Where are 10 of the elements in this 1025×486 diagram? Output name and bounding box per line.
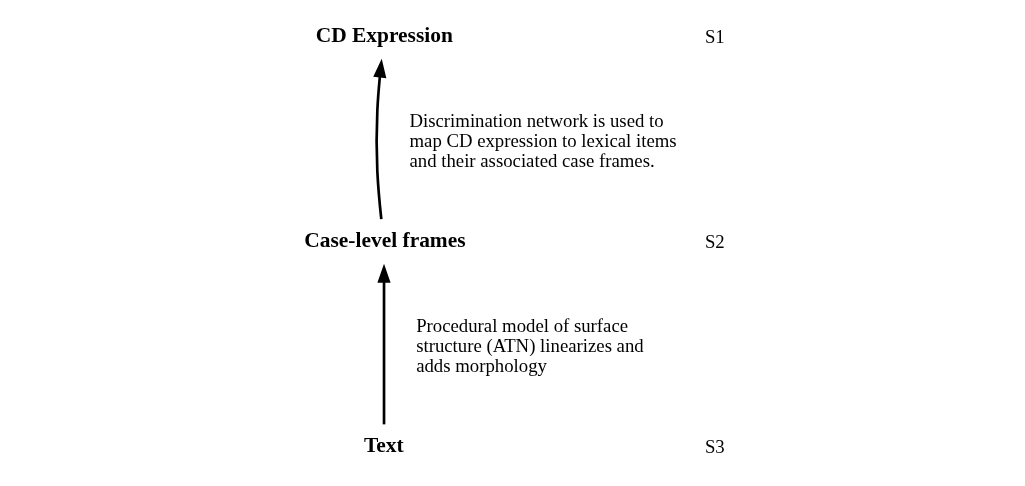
- node-text: Case-level frames: [303, 227, 466, 252]
- label: S3: [704, 435, 725, 457]
- node-text: CD Expression: [315, 22, 453, 47]
- edge-label: Discrimination network is used to map CD expression to lexical items and their associated case frames.: [408, 109, 677, 171]
- edge-label: Procedural model of surface structure (ATN) linearizes and adds morphology: [415, 314, 644, 376]
- label: S2: [704, 230, 725, 252]
- label: S1: [704, 25, 725, 47]
- node-text: Text: [363, 432, 404, 457]
- arrow: [376, 263, 391, 424]
- arrow: [372, 58, 386, 219]
